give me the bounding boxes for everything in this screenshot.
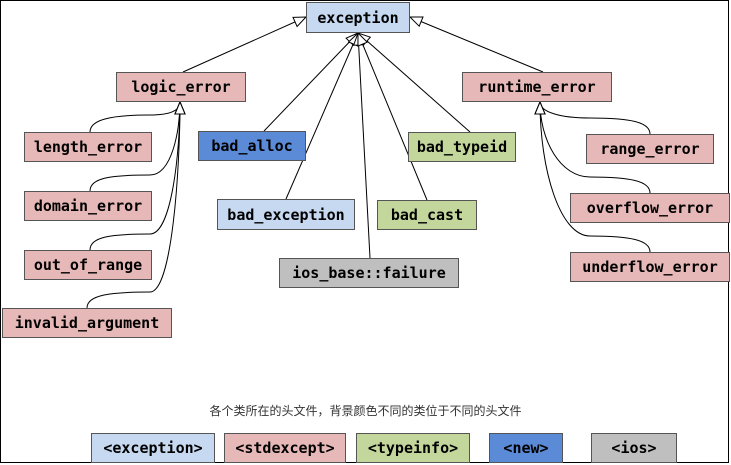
class-underflow-error: underflow_error <box>570 252 730 282</box>
class-logic-error: logic_error <box>116 72 246 102</box>
class-bad-typeid: bad_typeid <box>408 132 516 162</box>
arrow-range-error-to-runtime <box>540 102 651 135</box>
arrow-invalid-to-logic <box>86 102 180 309</box>
arrow-bad-typeid-to-exception <box>358 33 471 133</box>
arrow-runtime-to-exception <box>410 17 544 73</box>
class-out-of-range: out_of_range <box>24 250 152 280</box>
arrow-logic-to-exception <box>182 17 306 73</box>
arrow-length-to-logic <box>89 102 180 133</box>
arrow-range-to-logic <box>89 102 180 251</box>
arrow-domain-to-logic <box>89 102 180 192</box>
legend-exception-header: <exception> <box>91 433 215 463</box>
class-overflow-error: overflow_error <box>570 193 730 223</box>
legend-caption: 各个类所在的头文件，背景颜色不同的类位于不同的头文件 <box>209 404 522 418</box>
arrow-underflow-to-runtime <box>540 102 651 253</box>
arrow-bad-exception-to-exception <box>285 33 358 200</box>
arrow-bad-alloc-to-exception <box>263 33 358 132</box>
class-domain-error: domain_error <box>24 191 152 221</box>
arrow-bad-cast-to-exception <box>358 33 428 201</box>
class-bad-cast: bad_cast <box>377 200 477 230</box>
legend-stdexcept-header: <stdexcept> <box>224 433 346 463</box>
class-range-error: range_error <box>586 134 714 164</box>
class-exception: exception <box>306 2 410 33</box>
class-runtime-error: runtime_error <box>462 72 612 102</box>
legend-new-header: <new> <box>489 433 563 463</box>
legend-ios-header: <ios> <box>591 433 677 463</box>
class-length-error: length_error <box>24 132 152 162</box>
class-bad-alloc: bad_alloc <box>198 131 306 161</box>
class-ios-base-failure: ios_base::failure <box>279 258 459 288</box>
class-invalid-argument: invalid_argument <box>2 308 172 338</box>
legend-typeinfo-header: <typeinfo> <box>356 433 470 463</box>
class-bad-exception: bad_exception <box>217 199 355 230</box>
arrow-overflow-to-runtime <box>540 102 651 194</box>
arrow-ios-failure-to-exception <box>358 33 371 259</box>
